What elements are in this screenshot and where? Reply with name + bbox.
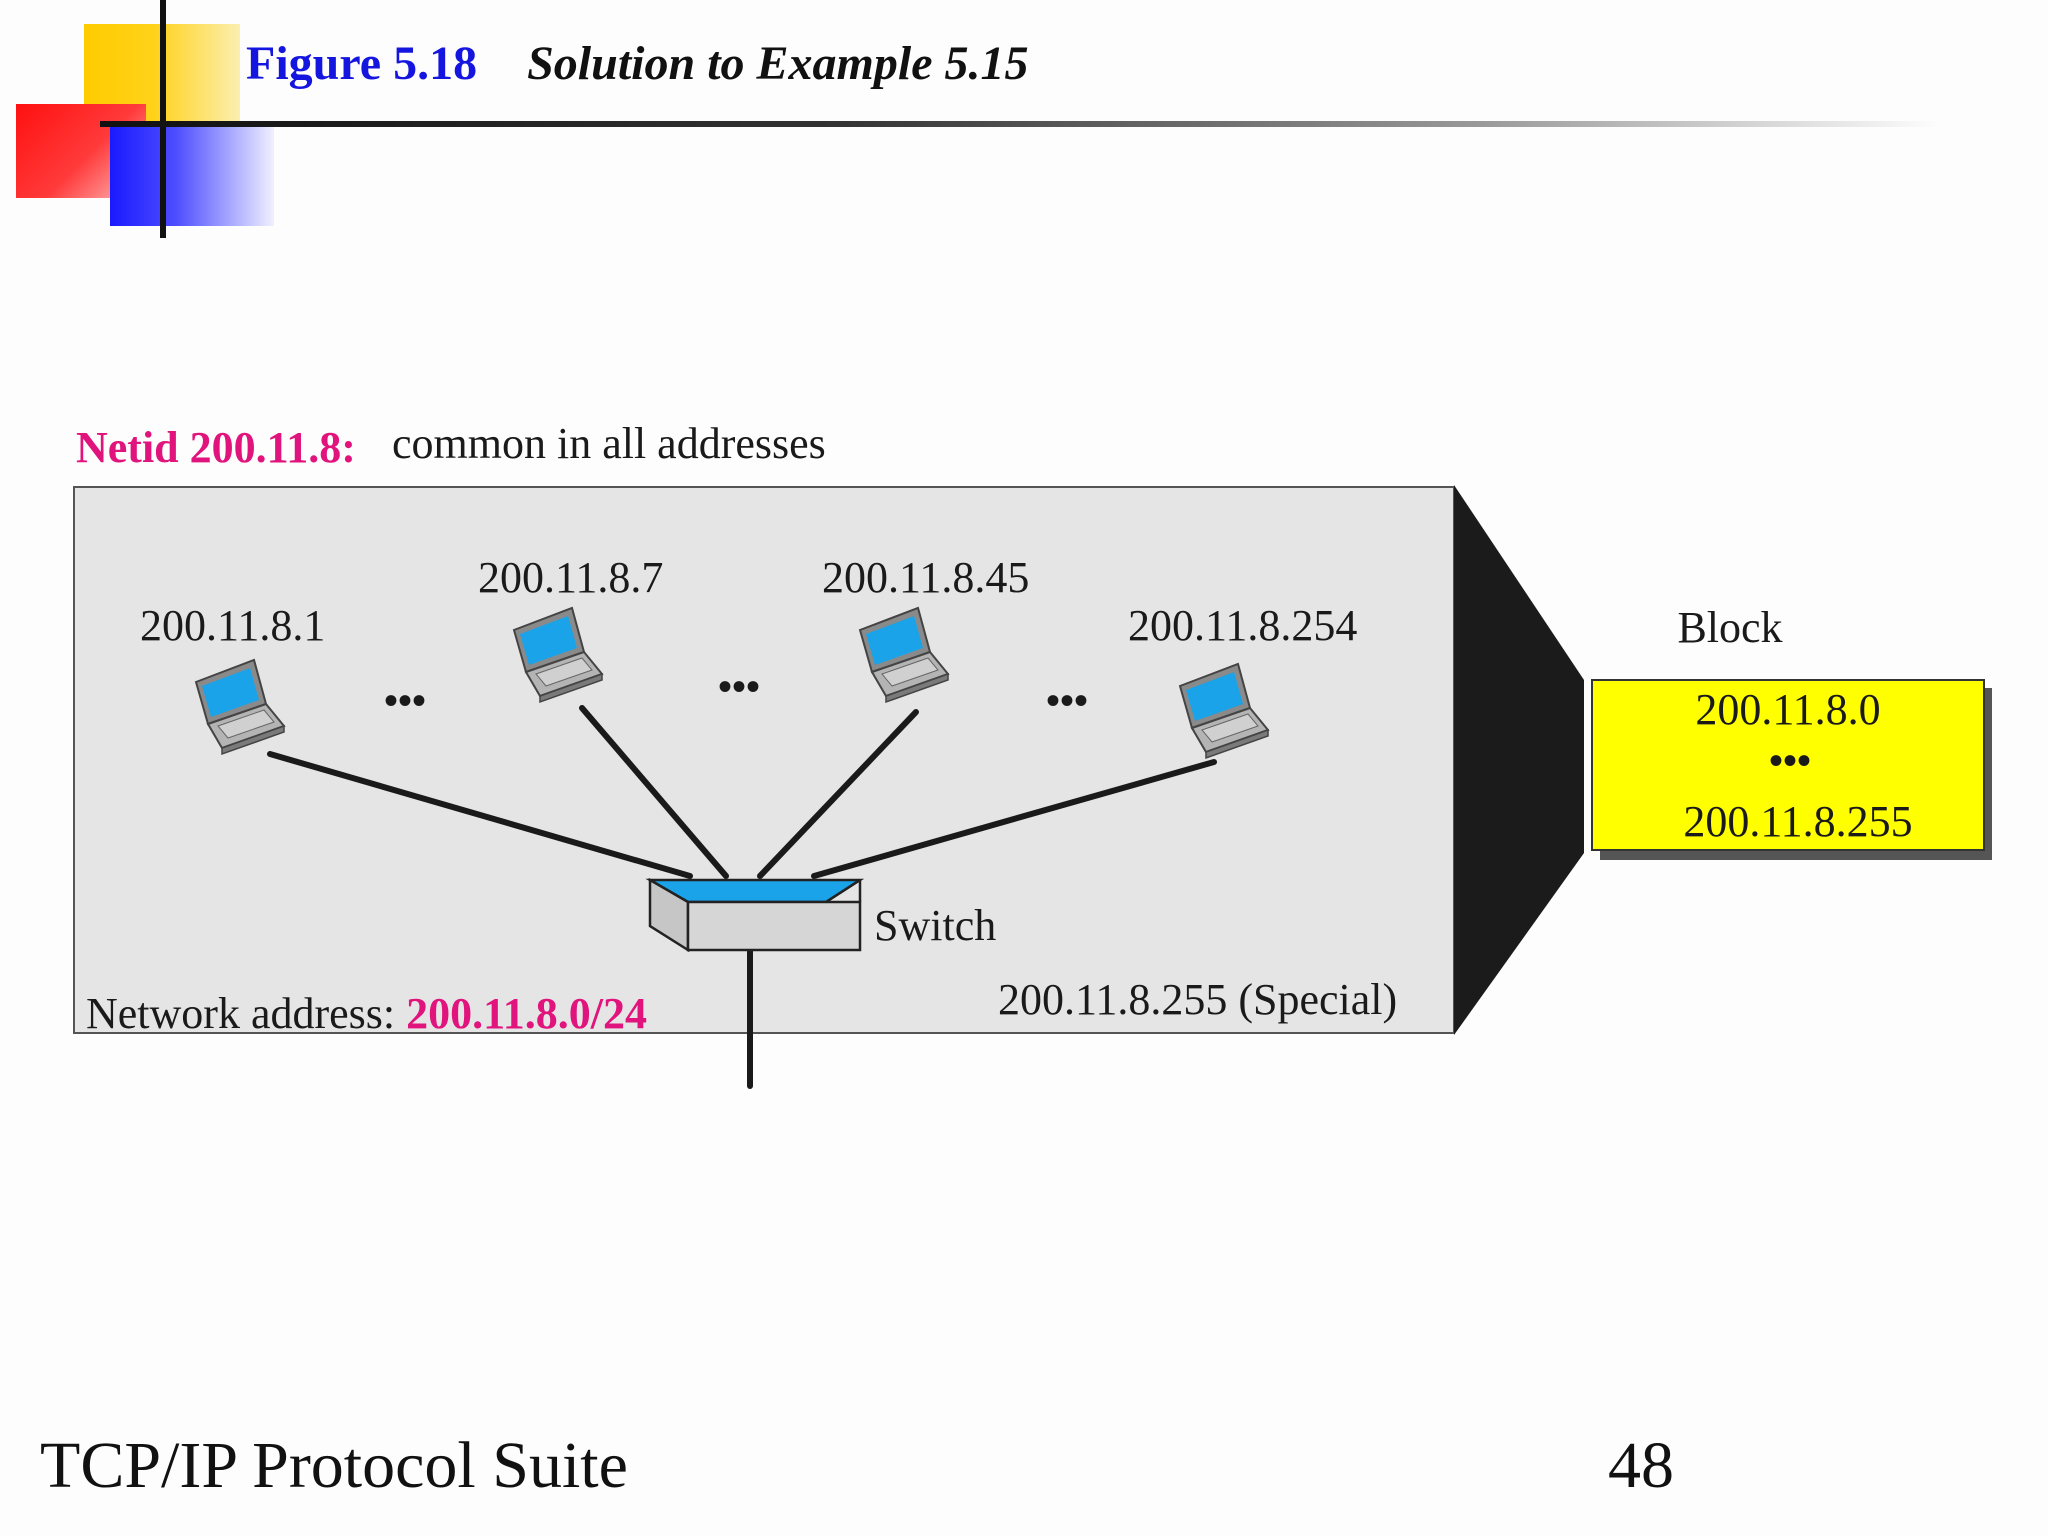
block-ellipsis: ••• [1769, 738, 1811, 783]
ellipsis: ••• [384, 678, 426, 723]
netid-note: common in all addresses [392, 419, 826, 468]
switch-label: Switch [874, 901, 996, 950]
page-number: 48 [1608, 1428, 1674, 1504]
zoom-funnel [1454, 485, 1584, 1035]
switch-icon [650, 880, 860, 950]
block-last-address: 200.11.8.255 [1683, 797, 1912, 846]
block-title: Block [1677, 603, 1782, 652]
special-address: 200.11.8.255 (Special) [998, 975, 1397, 1024]
host-address: 200.11.8.254 [1128, 601, 1357, 650]
ellipsis: ••• [1046, 678, 1088, 723]
netid-label: Netid 200.11.8: [76, 423, 356, 472]
block-first-address: 200.11.8.0 [1695, 685, 1880, 734]
host-address: 200.11.8.1 [140, 601, 325, 650]
footer-suite: TCP/IP Protocol Suite [40, 1428, 628, 1504]
host-address: 200.11.8.45 [822, 553, 1029, 602]
ellipsis: ••• [718, 664, 760, 709]
network-address-label: Network address: 200.11.8.0/24 [86, 989, 647, 1038]
host-address: 200.11.8.7 [478, 553, 663, 602]
